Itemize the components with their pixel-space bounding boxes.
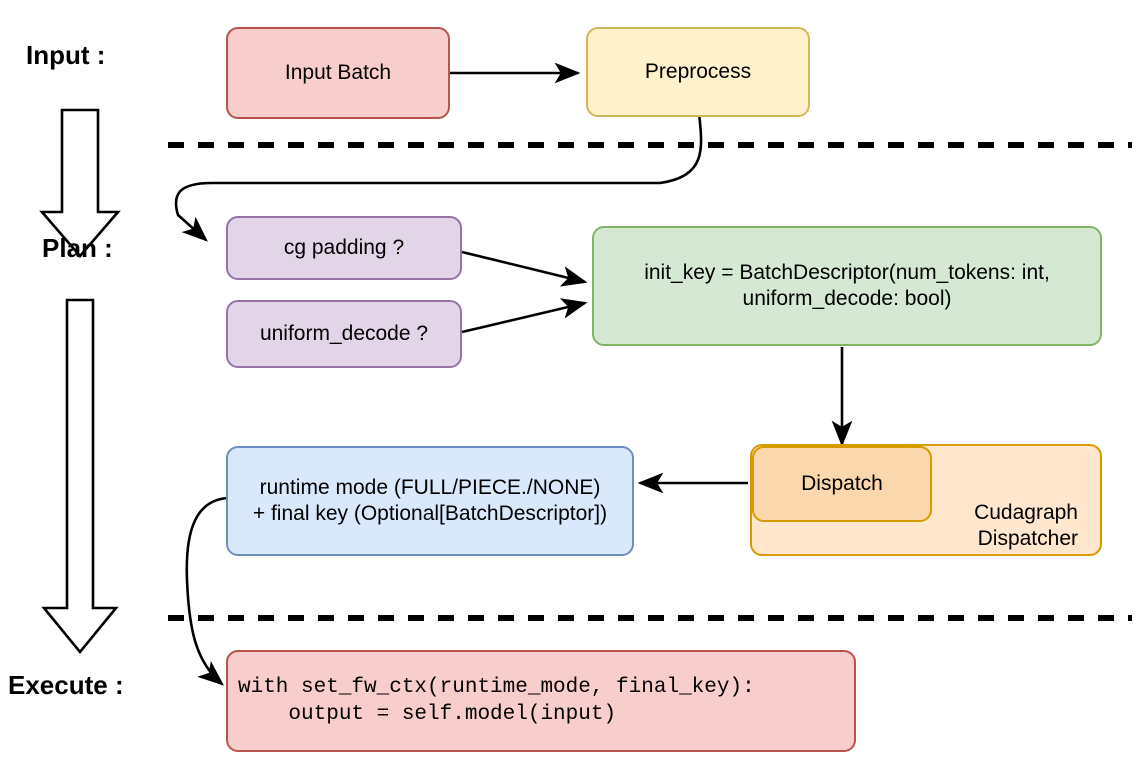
- node-cg-padding[interactable]: cg padding ?: [226, 216, 462, 280]
- edge-cg-padding-to-init-key: [461, 250, 588, 287]
- node-dispatch[interactable]: Dispatch: [752, 446, 932, 522]
- stage-arrow-plan-to-execute: [41, 298, 119, 655]
- node-preprocess[interactable]: Preprocess: [586, 27, 810, 117]
- node-init-key-line2: uniform_decode: bool): [742, 287, 952, 310]
- node-input-batch[interactable]: Input Batch: [226, 27, 450, 119]
- edge-uniform-decode-to-init-key: [461, 298, 588, 334]
- edge-runtime-mode-to-execute-code: [185, 496, 229, 686]
- stage-label-execute: Execute :: [8, 670, 124, 700]
- node-uniform-decode[interactable]: uniform_decode ?: [226, 300, 462, 368]
- node-runtime-mode-line2: + final key (Optional[BatchDescriptor]): [252, 502, 608, 525]
- node-execute-code-line2: output = self.model(input): [238, 703, 617, 726]
- node-execute-code-line1: with set_fw_ctx(runtime_mode, final_key)…: [238, 675, 755, 699]
- node-init-key[interactable]: init_key = BatchDescriptor(num_tokens: i…: [592, 226, 1102, 346]
- node-execute-code[interactable]: with set_fw_ctx(runtime_mode, final_key)…: [226, 650, 856, 752]
- node-runtime-mode[interactable]: runtime mode (FULL/PIECE./NONE) + final …: [226, 446, 634, 556]
- node-runtime-mode-line1: runtime mode (FULL/PIECE./NONE): [259, 476, 601, 500]
- stage-label-plan: Plan :: [42, 233, 113, 263]
- stage-label-input: Input :: [26, 40, 106, 70]
- node-init-key-line1: init_key = BatchDescriptor(num_tokens: i…: [644, 261, 1050, 285]
- node-cudagraph-dispatcher-line1: Cudagraph: [974, 500, 1078, 524]
- node-cudagraph-dispatcher-line2: Dispatcher: [977, 526, 1078, 550]
